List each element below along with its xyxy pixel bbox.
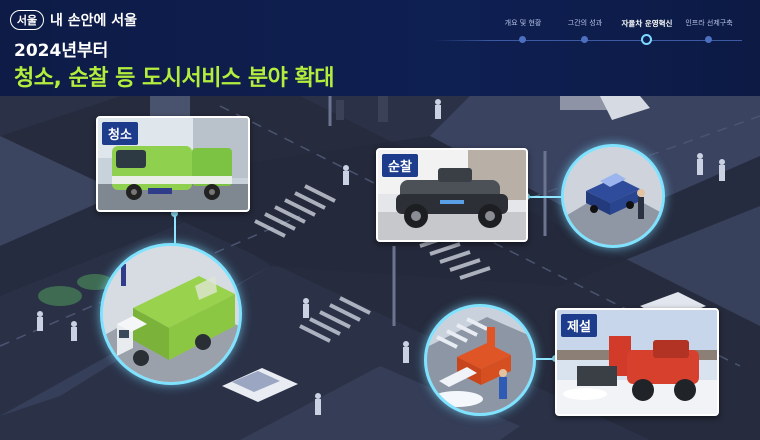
tag-patrol: 순찰 bbox=[382, 154, 418, 177]
seoul-logo: 서울 bbox=[10, 10, 44, 30]
progress-step-label: 자율차 운영혁신 bbox=[621, 19, 673, 28]
progress-step-overview[interactable]: 개요 및 현황 bbox=[492, 18, 554, 43]
page-title: 청소, 순찰 등 도시서비스 분야 확대 bbox=[14, 66, 335, 91]
city-intersection-scene: 청소 bbox=[0, 96, 760, 440]
snow-removal-photo-card: 제설 bbox=[555, 308, 719, 416]
connector-node-cleaning bbox=[171, 210, 178, 217]
brand-name: 내 손안에 서울 bbox=[50, 13, 138, 29]
progress-line bbox=[492, 40, 742, 41]
progress-line-fade bbox=[432, 40, 492, 41]
progress-step-dot-active bbox=[641, 34, 652, 45]
progress-step-autonomous[interactable]: 자율차 운영혁신 bbox=[616, 18, 678, 45]
tag-snow-removal: 제설 bbox=[561, 314, 597, 337]
connector-line-cleaning bbox=[174, 214, 176, 244]
page-header: 서울 내 손안에 서울 2024년부터 청소, 순찰 등 도시서비스 분야 확대… bbox=[0, 0, 760, 96]
progress-step-dot bbox=[519, 36, 526, 43]
brand: 서울 내 손안에 서울 bbox=[10, 10, 137, 30]
patrol-photo-card: 순찰 bbox=[376, 148, 528, 242]
patrol-robot-illustration bbox=[564, 147, 662, 245]
progress-nav: 개요 및 현황 그간의 성과 자율차 운영혁신 인프라 선제구축 bbox=[432, 18, 742, 58]
patrol-robot-circle bbox=[561, 144, 665, 248]
progress-step-results[interactable]: 그간의 성과 bbox=[554, 18, 616, 43]
progress-step-dot bbox=[705, 36, 712, 43]
progress-step-label: 그간의 성과 bbox=[567, 19, 603, 27]
progress-step-infrastructure[interactable]: 인프라 선제구축 bbox=[678, 18, 740, 43]
connector-line-patrol bbox=[527, 196, 563, 198]
connector-line-snow bbox=[532, 358, 558, 360]
cleaning-vehicle-circle bbox=[100, 243, 242, 385]
progress-step-label: 인프라 선제구축 bbox=[685, 19, 733, 27]
street-sweeper-photo bbox=[98, 118, 248, 210]
snow-plow-illustration bbox=[427, 307, 533, 413]
tag-cleaning: 청소 bbox=[102, 122, 138, 145]
cleaning-photo-card: 청소 bbox=[96, 116, 250, 212]
garbage-truck-illustration bbox=[103, 246, 239, 382]
progress-step-dot bbox=[581, 36, 588, 43]
progress-step-label: 개요 및 현황 bbox=[504, 19, 542, 27]
year-line: 2024년부터 bbox=[14, 41, 109, 61]
snow-removal-circle bbox=[424, 304, 536, 416]
